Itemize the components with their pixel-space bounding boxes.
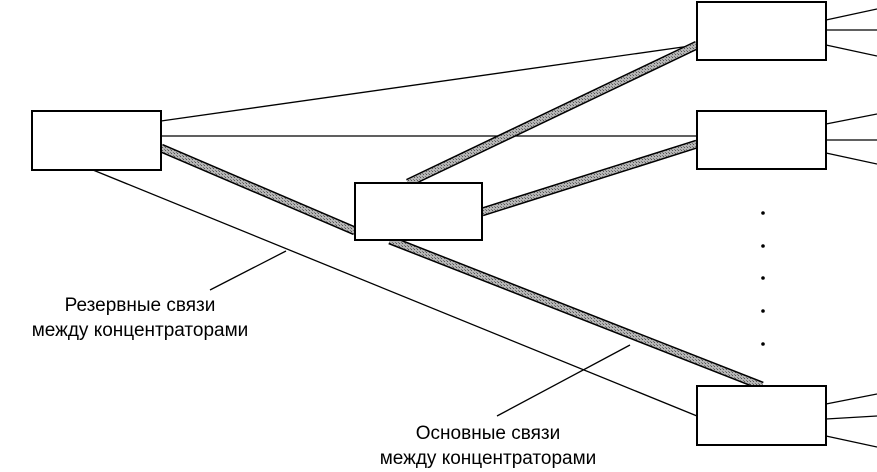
backup-link-left-top [160, 44, 698, 122]
primary-links [159, 40, 764, 391]
primary-link-left-center [159, 145, 357, 234]
backup-label-line1: Резервные связи [64, 295, 216, 316]
main-leader-line [496, 344, 631, 417]
hub-right-bottom [696, 385, 827, 446]
ellipsis-dot [761, 211, 765, 215]
backup-label-line2: между концентраторами [31, 320, 249, 341]
hub-left [31, 110, 162, 171]
station-link [825, 8, 877, 21]
station-links [825, 8, 877, 448]
station-link [825, 152, 877, 165]
backup-leader-line [209, 250, 287, 291]
ellipsis-dot [761, 342, 765, 346]
ellipsis-dot [761, 244, 765, 248]
ellipsis-dot [761, 276, 765, 280]
ellipsis-dots [761, 211, 765, 346]
backup-links-label: Резервные связи между концентраторами [0, 293, 280, 343]
main-links-label: Основные связи между концентраторами [352, 421, 624, 471]
hub-right-mid [696, 110, 827, 170]
station-link [825, 415, 877, 420]
primary-link-center-mid [481, 141, 698, 215]
hub-center [354, 182, 483, 241]
hubs [31, 1, 827, 446]
backup-links [92, 44, 698, 417]
backup-link-left-bottom [92, 169, 698, 417]
station-link [825, 113, 877, 125]
leader-lines [209, 250, 631, 417]
main-label-line1: Основные связи [415, 423, 561, 444]
station-link [825, 44, 877, 57]
main-label-line2: между концентраторами [379, 448, 597, 469]
primary-link-center-top [406, 42, 699, 186]
ellipsis-dot [761, 309, 765, 313]
station-link [825, 393, 877, 405]
hub-right-top [696, 1, 827, 61]
primary-link-center-bottom [388, 237, 764, 389]
station-link [825, 435, 877, 448]
